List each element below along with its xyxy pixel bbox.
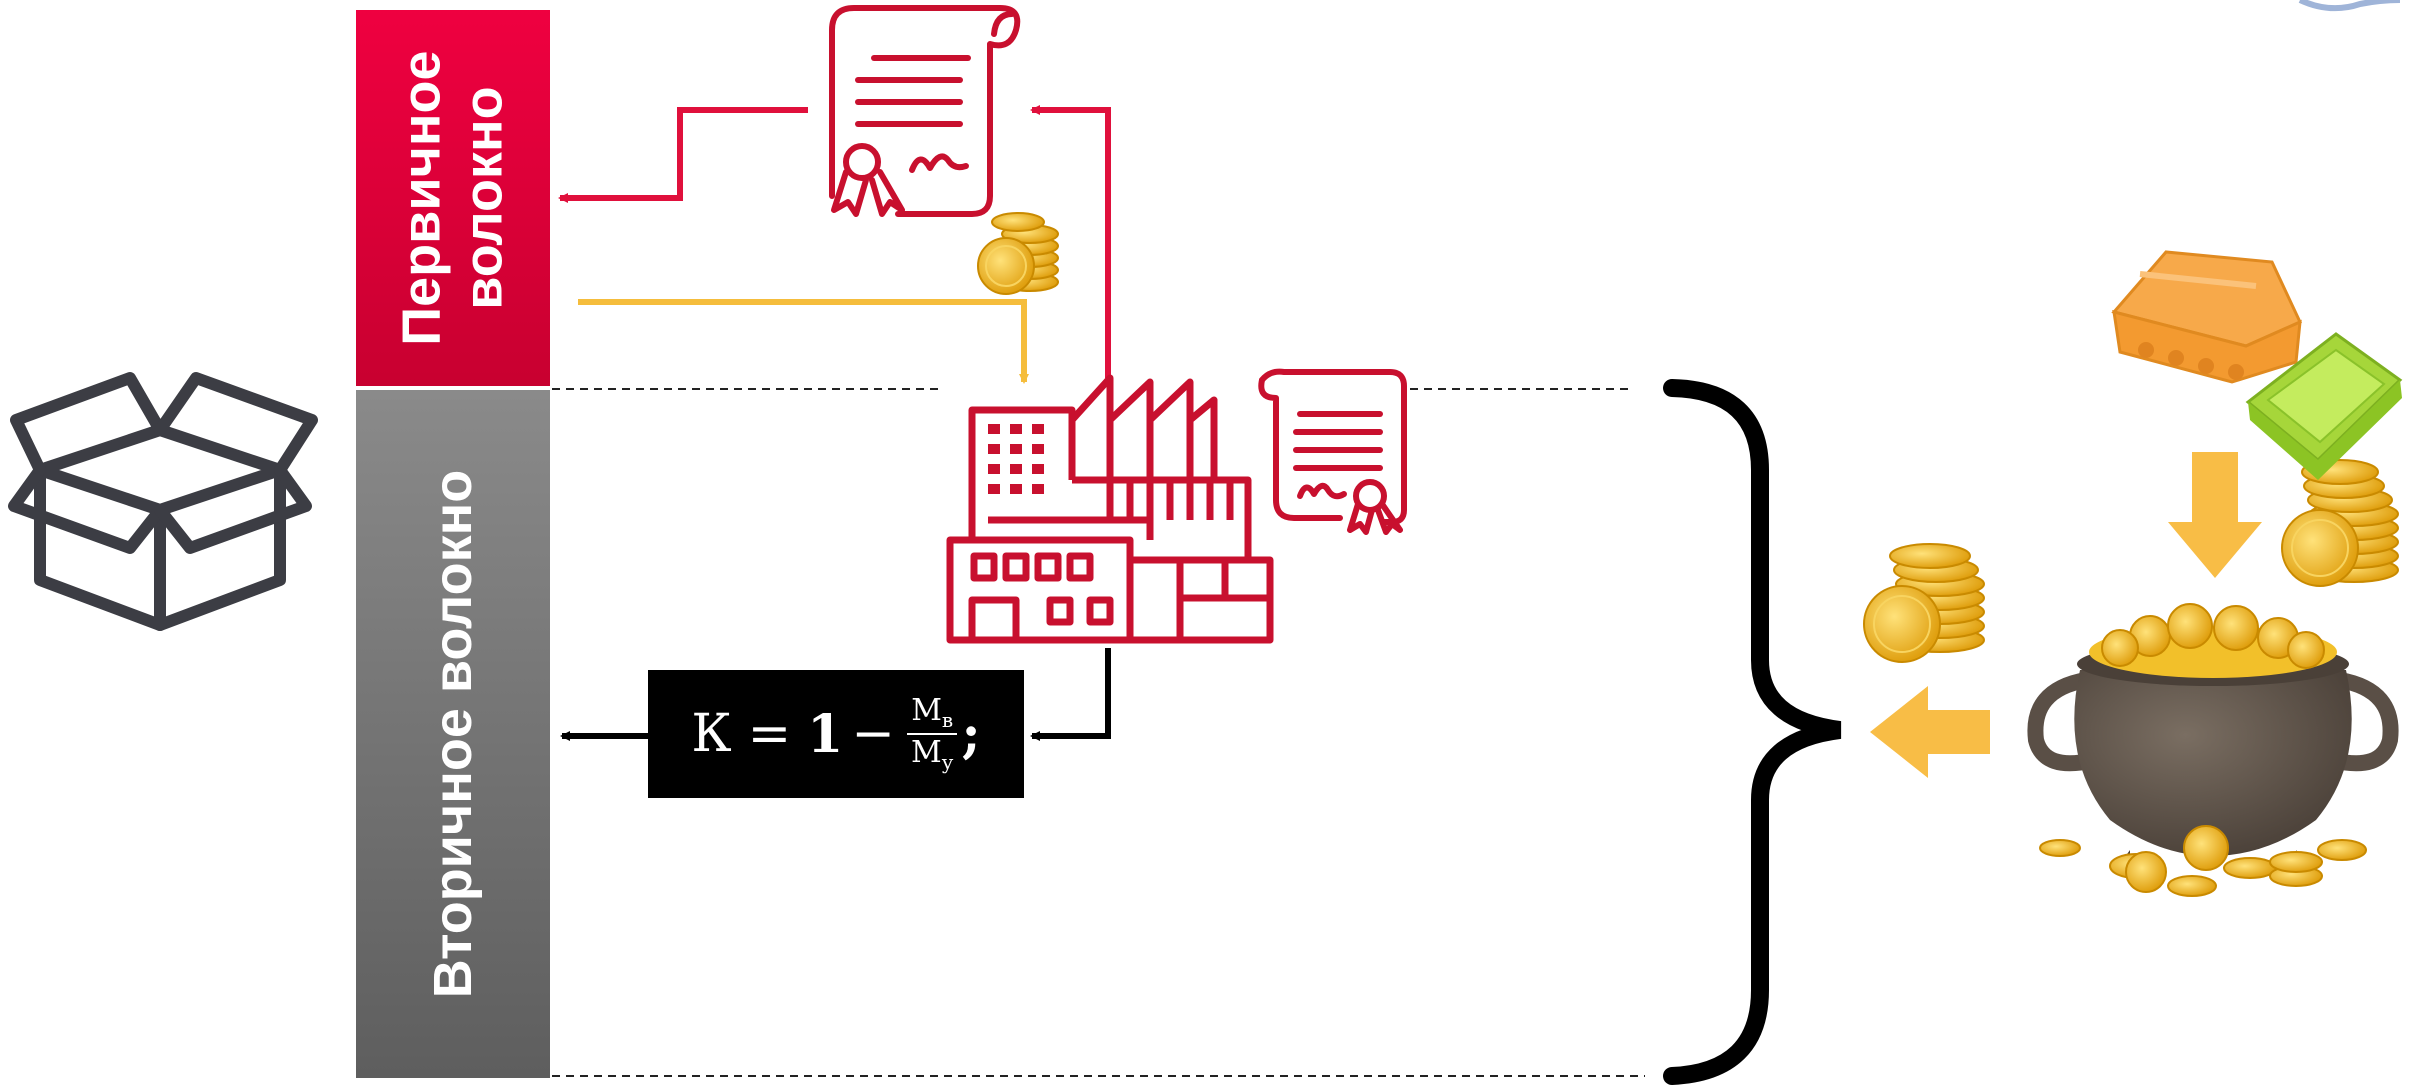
box-icon [8,372,318,631]
formula-minus: − [851,704,895,764]
secondary-fiber-label: Вторичное волокно [422,469,483,999]
formula-numerator-sub: в [941,708,954,732]
arrow-down-icon [2168,452,2262,578]
primary-fiber-label: Первичное волокно [391,50,514,346]
secondary-fiber-bar: Вторичное волокно [356,390,550,1078]
egg-carton-icon [2111,250,2303,384]
formula-semicolon: ; [961,703,981,765]
corner-logo-fragment [2298,0,2401,12]
formula-numerator: М [911,693,942,728]
arrow-left-icon [1870,686,1990,778]
red-arrow-to-certificate [1030,105,1111,378]
coin-stack-icon-3 [2281,459,2399,587]
formula-box: К = 1 − Мв Му ; [648,670,1024,798]
red-arrow-to-primary [558,107,808,203]
coin-stack-icon [977,212,1059,295]
formula-lhs: К [691,704,732,764]
black-arrow-to-formula [1030,648,1111,741]
certificate-icon [829,5,1021,217]
coin-stack-icon-2 [1863,543,1985,663]
pot-of-gold-icon [2027,603,2399,897]
curly-brace [1663,379,1842,1085]
formula-fraction: Мв Му [907,695,958,773]
factory-icon [946,374,1274,644]
certificate-icon-2 [1258,368,1407,535]
formula-denominator-sub: у [941,750,954,774]
factory-windows [988,424,1044,494]
food-tray-icon [2245,332,2403,480]
yellow-arrow-payment [578,299,1029,384]
formula-equals: = [747,704,792,764]
formula-denominator: М [910,735,942,770]
formula-one: 1 [807,703,844,765]
primary-fiber-bar: Первичное волокно [356,10,550,386]
